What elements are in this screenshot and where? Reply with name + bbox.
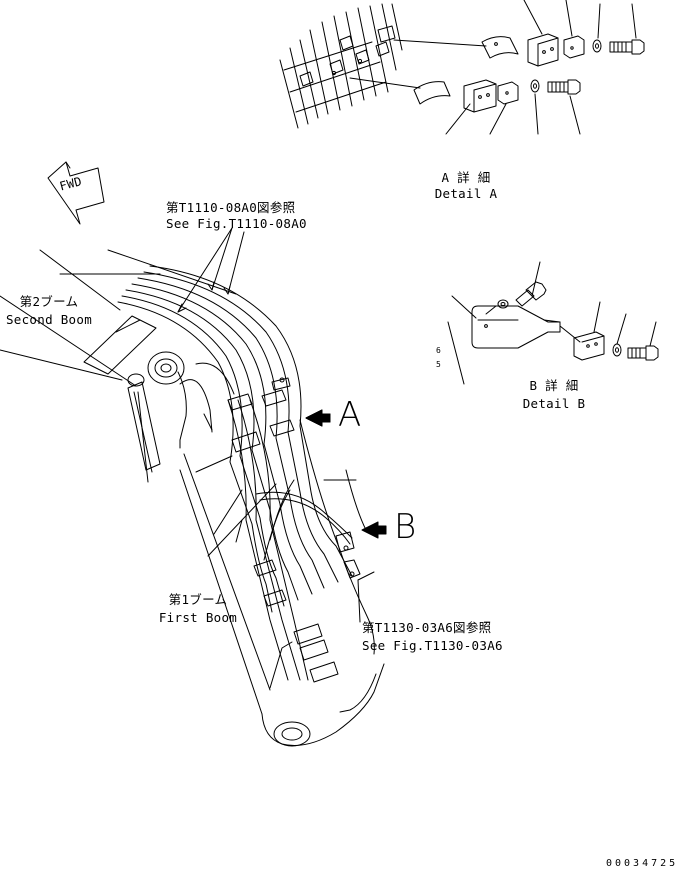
- detail-b-drawing: [447, 261, 659, 385]
- ref-lower-jp: 第T1130-03A6図参照: [362, 620, 492, 635]
- second-boom-jp: 第2ブーム: [19, 294, 79, 309]
- view-b-letter: B: [394, 507, 417, 547]
- fwd-arrow-icon: [47, 161, 105, 225]
- first-boom-en: First Boom: [158, 610, 238, 625]
- ref-upper-jp: 第T1110-08A0図参照: [166, 200, 296, 215]
- detail-b-mark-2: 5: [436, 360, 441, 369]
- ref-upper-en: See Fig.T1110-08A0: [166, 216, 307, 231]
- detail-b-title-jp: B 詳 細: [529, 378, 579, 393]
- detail-a-title-en: Detail A: [434, 186, 498, 201]
- view-a-letter: A: [338, 395, 362, 435]
- first-boom-jp: 第1ブーム: [168, 592, 228, 607]
- detail-b-title-en: Detail B: [522, 396, 586, 411]
- second-boom-en: Second Boom: [5, 312, 93, 327]
- boom-structure: [0, 249, 385, 747]
- detail-a-drawing: [279, 0, 645, 135]
- view-a-arrow-icon: [305, 409, 331, 427]
- callout-leaders: [177, 227, 375, 623]
- detail-a-title-jp: A 詳 細: [441, 170, 491, 185]
- view-b-arrow-icon: [361, 521, 387, 539]
- document-number: 00034725: [606, 858, 679, 869]
- ref-lower-en: See Fig.T1130-03A6: [362, 638, 503, 653]
- detail-b-mark-1: 6: [436, 346, 441, 355]
